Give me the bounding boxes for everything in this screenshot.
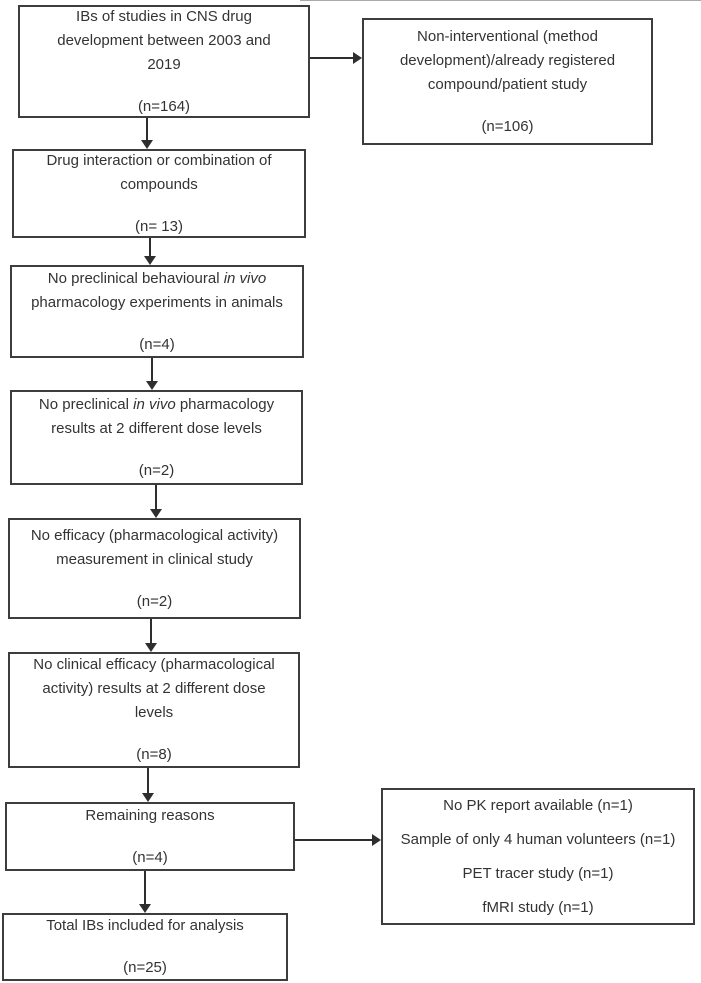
box-total-included: Total IBs included for analysis (n=25): [2, 913, 288, 981]
box-text-line: pharmacology experiments in animals: [31, 293, 283, 311]
box-text-line: Remaining reasons: [85, 806, 215, 824]
box-text-line: IBs of studies in CNS drug: [76, 7, 252, 25]
box-text-line: compounds: [120, 175, 198, 193]
box-no-behavioural-pharmacology: No preclinical behavioural in vivo pharm…: [10, 265, 304, 358]
box-count: (n=164): [137, 97, 191, 115]
box-count: (n=4): [132, 848, 168, 866]
arrow-down-drug-interaction-to-behavioural: [144, 238, 156, 265]
arrow-right-ibs-to-noninterventional: [310, 52, 362, 64]
box-count: (n=8): [136, 746, 172, 763]
box-count: (n=2): [138, 461, 175, 479]
box-text-line: fMRI study (n=1): [482, 898, 594, 916]
arrow-right-remaining-to-detail: [295, 834, 381, 846]
box-ibs-pool: IBs of studies in CNS drug development b…: [18, 5, 310, 118]
arrow-down-preclinical-doses-to-efficacy: [150, 485, 162, 518]
box-count: (n= 13): [135, 217, 183, 235]
box-remaining-reasons: Remaining reasons (n=4): [5, 802, 295, 871]
box-no-efficacy-measurement: No efficacy (pharmacological activity) m…: [8, 518, 301, 619]
box-text-line: No clinical efficacy (pharmacological: [33, 656, 275, 673]
box-text-line: results at 2 different dose levels: [51, 419, 262, 437]
box-text-line: compound/patient study: [427, 75, 588, 93]
box-text-line: development)/already registered: [399, 51, 616, 69]
box-count: (n=2): [136, 592, 173, 610]
box-text-line: activity) results at 2 different dose: [42, 680, 266, 697]
box-text-line: No preclinical behavioural in vivo: [47, 269, 267, 287]
box-drug-interaction: Drug interaction or combination of compo…: [12, 149, 306, 238]
box-text-line: No preclinical in vivo pharmacology: [38, 395, 275, 413]
box-no-preclinical-dose-results: No preclinical in vivo pharmacology resu…: [10, 390, 303, 485]
scan-artifact-line: [300, 0, 701, 1]
box-non-interventional: Non-interventional (method development)/…: [362, 18, 653, 145]
box-text-line: PET tracer study (n=1): [462, 864, 614, 882]
box-text-line: Non-interventional (method: [417, 27, 598, 45]
box-count: (n=4): [139, 335, 175, 353]
arrow-down-clinical-efficacy-to-remaining: [142, 768, 154, 802]
box-text-line: Sample of only 4 human volunteers (n=1): [400, 830, 676, 848]
arrow-down-efficacy-to-clinical-efficacy: [145, 619, 157, 652]
box-text-line: 2019: [147, 55, 181, 73]
arrow-down-remaining-to-total: [139, 871, 151, 913]
box-count: (n=106): [481, 117, 534, 135]
box-no-clinical-efficacy-doses: No clinical efficacy (pharmacological ac…: [8, 652, 300, 768]
box-text-line: Total IBs included for analysis: [46, 917, 244, 934]
box-remaining-reasons-detail: No PK report available (n=1) Sample of o…: [381, 788, 695, 925]
box-text-line: development between 2003 and: [57, 31, 271, 49]
arrow-down-ibs-to-drug-interaction: [141, 118, 153, 149]
box-text-line: No efficacy (pharmacological activity): [30, 526, 279, 544]
box-count: (n=25): [123, 959, 167, 976]
box-text-line: No PK report available (n=1): [443, 796, 633, 814]
box-text-line: levels: [134, 704, 174, 721]
arrow-down-behavioural-to-preclinical-doses: [146, 358, 158, 390]
box-text-line: measurement in clinical study: [56, 550, 253, 568]
box-text-line: Drug interaction or combination of: [46, 151, 272, 169]
